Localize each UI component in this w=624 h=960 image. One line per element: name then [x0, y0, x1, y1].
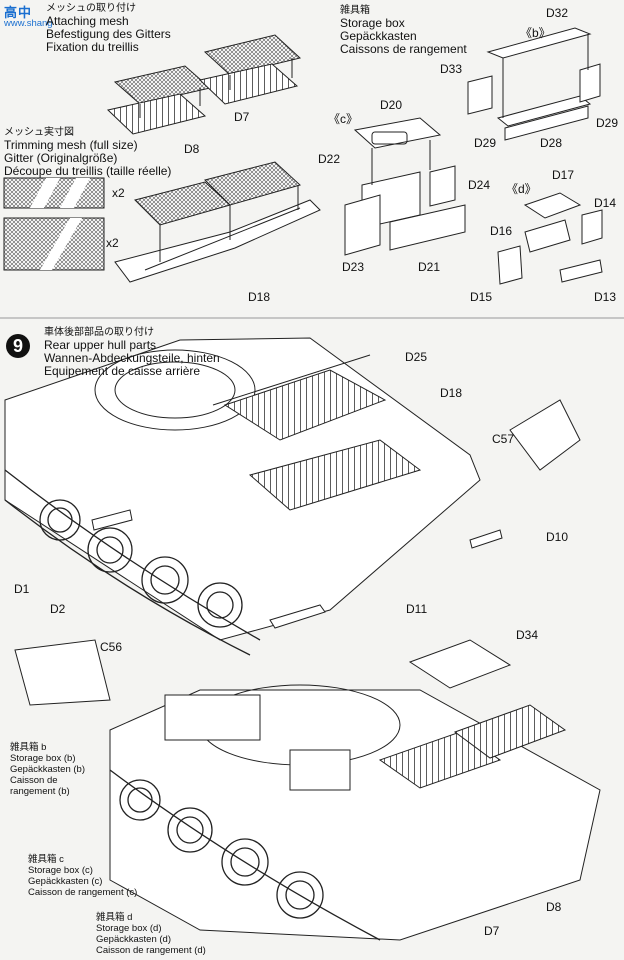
box-d-label: 雑具箱 d Storage box (d) Gepäckkasten (d) C… — [96, 912, 206, 956]
box-d-fr: Caisson de rangement (d) — [96, 945, 206, 956]
box-b-en: Storage box (b) — [10, 753, 76, 764]
box-b-fr2: rangement (b) — [10, 786, 70, 797]
box-c-fr: Caisson de rangement (c) — [28, 887, 138, 898]
storage-box-en: Storage box — [340, 16, 405, 30]
part-label-d25: D25 — [405, 350, 428, 364]
part-label-d13: D13 — [594, 290, 617, 304]
mesh-size-fr: Découpe du treillis (taille réelle) — [4, 164, 172, 178]
box-d-en: Storage box (d) — [96, 923, 162, 934]
mesh-size-de: Gitter (Originalgröße) — [4, 151, 118, 165]
storage-box-d-drawing — [497, 192, 603, 285]
step9-de: Wannen-Abdeckungsteile, hinten — [44, 351, 220, 365]
part-label-d10: D10 — [546, 530, 569, 544]
storage-box-de: Gepäckkasten — [340, 29, 417, 43]
box-c-de: Gepäckkasten (c) — [28, 876, 103, 887]
box-c-label: 雑具箱 c Storage box (c) Gepäckkasten (c) C… — [28, 854, 137, 898]
storage-box-b-drawing — [467, 27, 601, 141]
box-b-jp: 雑具箱 b — [10, 742, 47, 753]
mesh-attach-jp: メッシュの取り付け — [46, 3, 136, 14]
part-label-d21: D21 — [418, 260, 441, 274]
part-label-d34: D34 — [516, 628, 539, 642]
lower-hull-drawing — [109, 639, 601, 941]
mesh-template-swatch-1 — [3, 177, 105, 209]
part-label-d7-lower: D7 — [484, 924, 500, 938]
step-number-badge: 9 — [6, 334, 30, 358]
box-b-fr1: Caisson de — [10, 775, 58, 786]
part-label-d20: D20 — [380, 98, 403, 112]
box-d-jp: 雑具箱 d — [96, 912, 133, 923]
step9-fr: Equipement de caisse arrière — [44, 364, 201, 378]
variant-c-label: 《c》 — [328, 112, 359, 126]
mesh-attach-en: Attaching mesh — [46, 14, 129, 28]
step9-jp: 車体後部部品の取り付け — [44, 327, 154, 338]
mesh-panel-d18 — [114, 161, 321, 283]
box-d-de: Gepäckkasten (d) — [96, 934, 171, 945]
storage-box-fr: Caissons de rangement — [340, 42, 467, 56]
mesh-attach-title: メッシュの取り付け Attaching mesh Befestigung des… — [46, 2, 171, 54]
mesh-panel-d8 — [106, 65, 212, 135]
mesh-panel-d7 — [198, 34, 302, 105]
part-label-c56: C56 — [100, 640, 123, 654]
mesh-attach-de: Befestigung des Gitters — [46, 27, 171, 41]
variant-b-label: 《b》 — [520, 26, 551, 40]
part-label-d7: D7 — [234, 110, 250, 124]
variant-d-label: 《d》 — [506, 182, 537, 196]
box-c-en: Storage box (c) — [28, 865, 93, 876]
part-label-d24: D24 — [468, 178, 491, 192]
watermark-url: www.shang — [4, 18, 53, 29]
part-label-d2: D2 — [50, 602, 66, 616]
part-label-d18: D18 — [248, 290, 271, 304]
part-label-d22: D22 — [318, 152, 341, 166]
mesh-size-en: Trimming mesh (full size) — [4, 138, 138, 152]
part-label-d29-right: D29 — [596, 116, 619, 130]
storage-box-jp: 雑具箱 — [340, 5, 370, 16]
storage-box-title: 雑具箱 Storage box Gepäckkasten Caissons de… — [340, 4, 467, 56]
box-b-label: 雑具箱 b Storage box (b) Gepäckkasten (b) C… — [10, 742, 85, 797]
part-label-d29-left: D29 — [474, 136, 497, 150]
part-label-d8: D8 — [184, 142, 200, 156]
part-label-d11: D11 — [406, 602, 428, 616]
mesh-size-jp: メッシュ実寸図 — [4, 127, 74, 138]
part-label-d14: D14 — [594, 196, 617, 210]
mesh-attach-fr: Fixation du treillis — [46, 40, 139, 54]
part-label-d18-step9: D18 — [440, 386, 463, 400]
part-label-d23: D23 — [342, 260, 365, 274]
storage-box-c-drawing — [344, 117, 466, 256]
part-label-d16: D16 — [490, 224, 513, 238]
part-label-d33: D33 — [440, 62, 463, 76]
box-b-de: Gepäckkasten (b) — [10, 764, 85, 775]
part-label-d28: D28 — [540, 136, 563, 150]
box-c-jp: 雑具箱 c — [28, 854, 64, 865]
step9-en: Rear upper hull parts — [44, 338, 157, 352]
mesh-template-swatch-2 — [3, 217, 105, 271]
qty-label-1: x2 — [112, 186, 125, 200]
part-label-d15: D15 — [470, 290, 493, 304]
part-label-d8-lower: D8 — [546, 900, 562, 914]
mesh-size-title: メッシュ実寸図 Trimming mesh (full size) Gitter… — [4, 126, 171, 178]
upper-hull-drawing — [4, 337, 581, 706]
watermark-logo: 高中 — [4, 5, 33, 20]
part-label-c57: C57 — [492, 432, 515, 446]
step9-title: 車体後部部品の取り付け Rear upper hull parts Wannen… — [44, 326, 220, 378]
part-label-d17: D17 — [552, 168, 575, 182]
part-label-d32: D32 — [546, 6, 569, 20]
part-label-d1: D1 — [14, 582, 30, 596]
qty-label-2: x2 — [106, 236, 119, 250]
